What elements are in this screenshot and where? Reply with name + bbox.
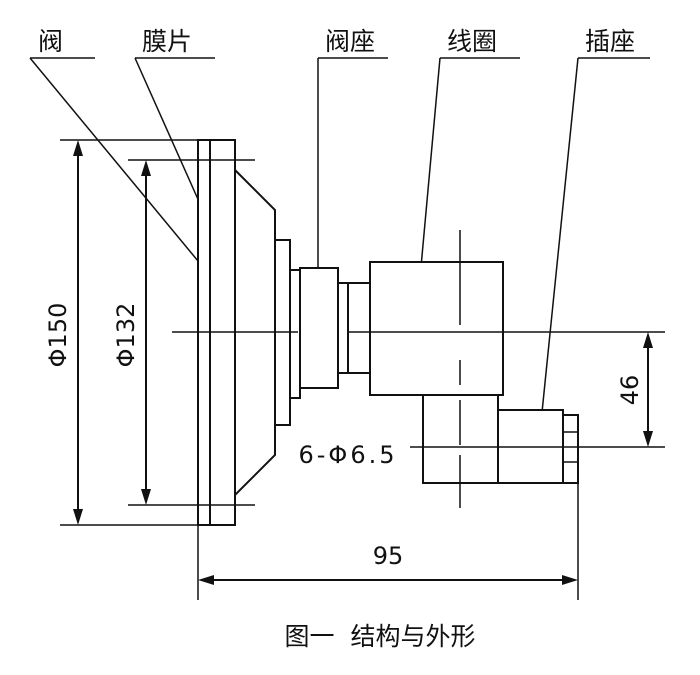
inner-diameter-label: Φ132 [112, 303, 140, 368]
part-labels: 阀 膜片 阀座 线圈 插座 [38, 27, 635, 56]
length-label: 95 [373, 542, 404, 570]
label-valve: 阀 [38, 27, 63, 56]
dim-inner-diameter: Φ132 [112, 159, 255, 506]
label-valve-seat: 阀座 [325, 27, 375, 56]
outer-diameter-label: Φ150 [44, 303, 72, 368]
dim-offset: 46 [616, 332, 653, 447]
holes-label: 6-Φ6.5 [299, 441, 398, 469]
label-socket: 插座 [585, 27, 635, 56]
offset-label: 46 [616, 375, 644, 406]
label-coil: 线圈 [447, 27, 497, 56]
figure-caption: 图一 结构与外形 [285, 622, 476, 651]
label-diaphragm: 膜片 [142, 27, 192, 56]
dim-length: 95 [197, 483, 579, 600]
leader-lines [29, 57, 650, 433]
center-lines [172, 230, 665, 508]
dim-outer-diameter: Φ150 [44, 139, 198, 526]
